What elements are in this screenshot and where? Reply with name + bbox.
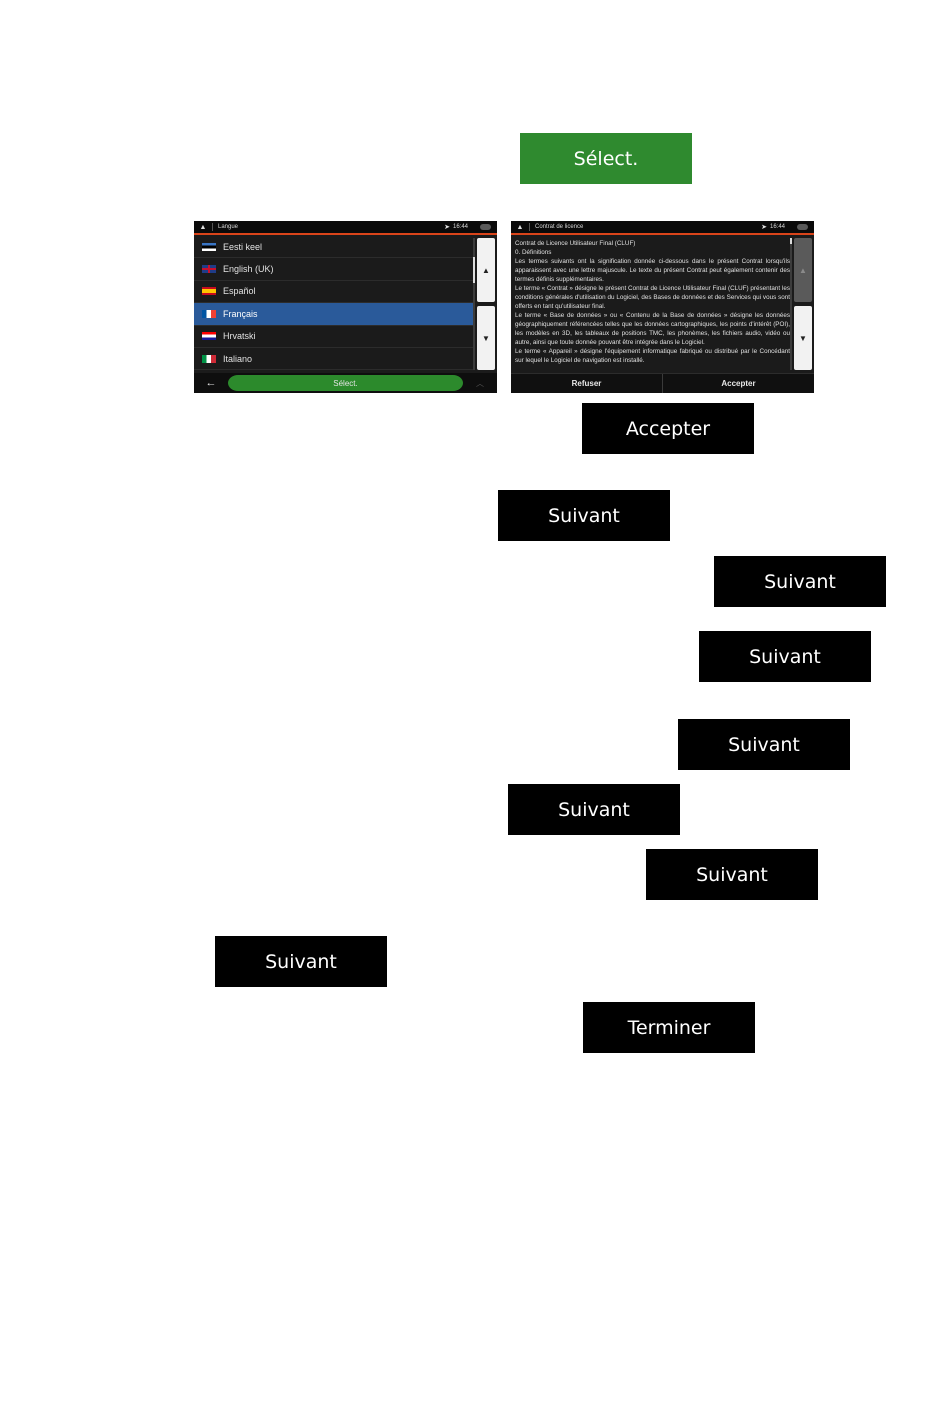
scroll-up-button[interactable]: ▲ (477, 238, 495, 302)
gps-arrow-icon: ➤ (444, 224, 450, 231)
license-actions: Refuser Accepter (511, 373, 814, 393)
list-item-label: Eesti keel (223, 241, 263, 252)
next-button[interactable]: Suivant (678, 719, 850, 770)
arrow-up-icon: ▲ (482, 265, 490, 275)
bottom-bar: ← Sélect. ︿ (194, 373, 497, 393)
accept-step-button[interactable]: Accepter (582, 403, 754, 454)
license-text: Contrat de Licence Utilisateur Final (CL… (515, 239, 790, 371)
home-icon[interactable]: ▲ (516, 223, 524, 231)
back-arrow-icon[interactable]: ← (205, 377, 217, 389)
scroll-track (790, 238, 792, 370)
next-button[interactable]: Suivant (498, 490, 670, 541)
accept-button[interactable]: Accepter (721, 379, 756, 388)
select-pill-button[interactable]: Sélect. (228, 375, 463, 391)
language-list: Eesti keel English (UK) Español Français… (194, 236, 474, 371)
list-item-english-uk[interactable]: English (UK) (194, 258, 474, 281)
arrow-down-icon: ▼ (482, 333, 490, 343)
scroll-down-button[interactable]: ▼ (794, 306, 812, 370)
gps-arrow-icon: ➤ (761, 224, 767, 231)
list-item-hrvatski[interactable]: Hrvatski (194, 326, 474, 348)
message-icon[interactable] (475, 223, 497, 231)
scroll-down-button[interactable]: ▼ (477, 306, 495, 370)
clock: 16:44 (453, 224, 469, 230)
arrow-down-icon: ▼ (799, 333, 807, 343)
select-button[interactable]: Sélect. (520, 133, 692, 184)
list-item-espanol[interactable]: Español (194, 281, 474, 304)
list-item-label: Italiano (223, 353, 253, 364)
estonia-flag-icon (202, 242, 216, 251)
license-paragraph: Le terme « Appareil » désigne l'équipeme… (515, 348, 790, 364)
language-screen: ▲ Langue ➤ 16:44 Eesti keel English (UK)… (194, 221, 497, 393)
chevron-up-icon: ︿ (476, 378, 484, 388)
status-bar: ▲ Contrat de licence ➤ 16:44 (511, 221, 814, 235)
scroll-up-button[interactable]: ▲ (794, 238, 812, 302)
clock: 16:44 (770, 224, 786, 230)
list-item-label: Hrvatski (223, 331, 256, 342)
list-item-eesti-keel[interactable]: Eesti keel (194, 236, 474, 259)
message-icon[interactable] (792, 223, 814, 231)
italy-flag-icon (202, 354, 216, 363)
next-button[interactable]: Suivant (508, 784, 680, 835)
screen-title: Langue (218, 224, 239, 230)
list-item-label: Français (223, 308, 258, 319)
license-paragraph: Les termes suivants ont la signification… (515, 258, 790, 283)
spain-flag-icon (202, 287, 216, 296)
screen-title: Contrat de licence (535, 224, 584, 230)
croatia-flag-icon (202, 332, 216, 341)
refuse-button[interactable]: Refuser (511, 374, 663, 393)
next-button[interactable]: Suivant (714, 556, 886, 607)
next-button[interactable]: Suivant (646, 849, 818, 900)
scroll-thumb[interactable] (473, 257, 475, 283)
scroll-track (473, 238, 475, 370)
next-button[interactable]: Suivant (215, 936, 387, 987)
arrow-up-icon: ▲ (799, 265, 807, 275)
license-paragraph: Le terme « Contrat » désigne le présent … (515, 285, 790, 310)
uk-flag-icon (202, 265, 216, 274)
list-item-francais[interactable]: Français (194, 303, 474, 326)
license-paragraph: Le terme « Base de données » ou « Conten… (515, 312, 790, 346)
status-bar: ▲ Langue ➤ 16:44 (194, 221, 497, 235)
license-screen: ▲ Contrat de licence ➤ 16:44 Contrat de … (511, 221, 814, 393)
next-button[interactable]: Suivant (699, 631, 871, 682)
scroll-thumb[interactable] (790, 238, 792, 244)
list-item-label: Español (223, 286, 256, 297)
france-flag-icon (202, 309, 216, 318)
home-icon[interactable]: ▲ (199, 223, 207, 231)
finish-button[interactable]: Terminer (583, 1002, 755, 1053)
license-paragraph: Contrat de Licence Utilisateur Final (CL… (515, 240, 636, 247)
license-paragraph: 0. Définitions (515, 249, 552, 256)
list-item-italiano[interactable]: Italiano (194, 348, 474, 371)
list-item-label: English (UK) (223, 264, 274, 275)
